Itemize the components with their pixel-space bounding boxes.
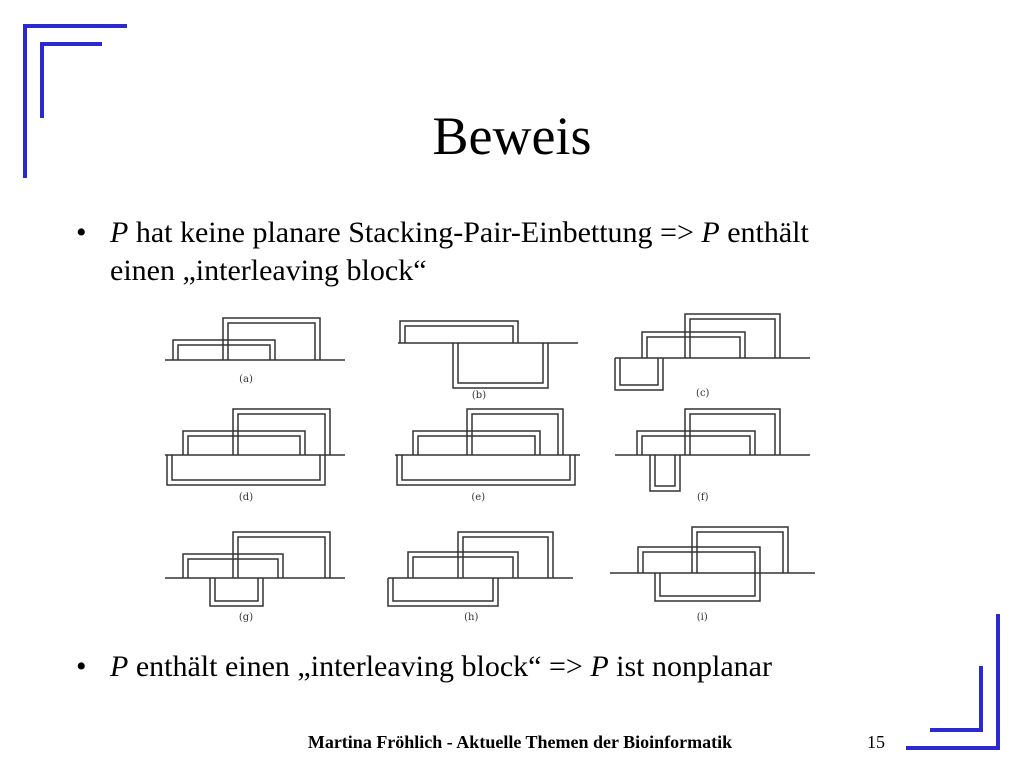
panel-label: (c) — [696, 388, 710, 399]
arc-outer — [452, 343, 549, 389]
figure-svg: (a) (b) (c) (d) (e) (f) (g) (h) (i) — [165, 313, 815, 623]
panel-label: (b) — [472, 390, 486, 401]
diagram-panel: (d) — [165, 408, 345, 503]
arc-outer — [396, 455, 576, 486]
corner-bracket-bottom-right-inner-horizontal — [930, 728, 983, 732]
panel-label: (d) — [239, 492, 253, 503]
arc-inner — [689, 318, 776, 358]
diagram-panel: (c) — [614, 313, 810, 399]
bullet-marker: • — [76, 650, 87, 683]
panel-label: (h) — [464, 612, 478, 623]
arc-outer — [387, 578, 499, 607]
text-run: einen „interleaving block“ — [110, 254, 427, 287]
bullet-text: P enthält einen „interleaving block“ => … — [110, 648, 772, 686]
arc-outer — [232, 531, 331, 578]
bullet-line: P hat keine planare Stacking-Pair-Einbet… — [110, 214, 809, 252]
arc-inner — [214, 578, 259, 602]
diagram-panel: (e) — [395, 408, 580, 503]
corner-bracket-top-left-inner-horizontal — [40, 42, 102, 46]
bullet-text: P hat keine planare Stacking-Pair-Einbet… — [110, 214, 809, 290]
panel-label: (i) — [697, 612, 708, 623]
text-run: ist nonplanar — [608, 650, 772, 683]
arc-outer — [654, 573, 761, 602]
diagram-panel: (i) — [610, 526, 815, 623]
arc-outer — [684, 313, 781, 358]
arc-inner — [392, 578, 494, 602]
arc-outer — [649, 455, 681, 492]
arc-outer — [232, 408, 331, 455]
arc-outer — [172, 339, 276, 360]
diagram-panel: (g) — [165, 531, 345, 623]
footer-text: Martina Fröhlich - Aktuelle Themen der B… — [307, 732, 733, 752]
var-p: P — [110, 650, 129, 683]
diagram-panel: (a) — [165, 317, 345, 385]
bullet-item-1: • P hat keine planare Stacking-Pair-Einb… — [76, 214, 936, 294]
arc-inner — [417, 435, 536, 455]
arc-inner — [642, 551, 756, 573]
text-run: enthält — [719, 216, 809, 249]
arc-inner — [689, 413, 776, 455]
arc-outer — [614, 358, 664, 391]
arc-outer — [684, 408, 781, 455]
bullet-item-2: • P enthält einen „interleaving block“ =… — [76, 648, 936, 688]
bullet-line: P enthält einen „interleaving block“ => … — [110, 648, 772, 686]
arc-outer — [209, 578, 264, 607]
panel-label: (a) — [239, 374, 253, 385]
arc-inner — [641, 435, 751, 455]
arc-outer — [466, 408, 564, 455]
arc-inner — [401, 455, 571, 481]
arc-inner — [227, 322, 316, 360]
arc-outer — [691, 526, 789, 573]
corner-bracket-bottom-right-inner-vertical — [979, 666, 983, 732]
arc-inner — [659, 573, 756, 597]
bullet-marker: • — [76, 216, 87, 249]
arc-inner — [619, 358, 659, 386]
corner-bracket-top-left-outer-horizontal — [23, 24, 127, 28]
text-run: hat keine planare Stacking-Pair-Einbettu… — [128, 216, 702, 249]
var-p: P — [701, 216, 720, 249]
arc-inner — [404, 325, 514, 343]
arc-inner — [457, 343, 544, 384]
arc-inner — [471, 413, 559, 455]
corner-bracket-bottom-right-outer-vertical — [996, 614, 1000, 750]
arc-outer — [412, 430, 541, 455]
corner-bracket-top-left-outer-vertical — [23, 24, 27, 178]
arc-outer — [457, 531, 554, 578]
slide-title: Beweis — [432, 106, 592, 166]
arc-inner — [237, 413, 326, 455]
arc-outer — [182, 430, 306, 455]
text-run: enthält einen „interleaving block“ => — [128, 650, 591, 683]
corner-bracket-bottom-right-outer-horizontal — [906, 746, 1000, 750]
arc-inner — [171, 455, 321, 481]
var-p: P — [110, 216, 129, 249]
page-number: 15 — [867, 732, 885, 752]
panel-label: (f) — [697, 492, 709, 503]
corner-bracket-top-left-inner-vertical — [40, 42, 44, 118]
arc-outer — [222, 317, 321, 360]
arc-outer — [637, 546, 761, 573]
arc-inner — [237, 536, 326, 578]
diagram-panel: (f) — [615, 408, 810, 503]
arc-outer — [399, 320, 519, 343]
arc-inner — [187, 435, 301, 455]
arc-outer — [166, 455, 326, 486]
panel-label: (e) — [471, 492, 485, 503]
arc-outer — [641, 331, 746, 358]
arc-inner — [654, 455, 676, 487]
arc-inner — [462, 536, 549, 578]
panel-label: (g) — [239, 612, 253, 623]
arc-inner — [177, 344, 271, 360]
diagram-panel: (h) — [387, 531, 573, 623]
arc-inner — [646, 336, 741, 358]
interleaving-block-figure: (a) (b) (c) (d) (e) (f) (g) (h) (i) — [150, 305, 840, 640]
diagram-panel: (b) — [398, 320, 578, 401]
arc-inner — [696, 531, 784, 573]
bullet-line: einen „interleaving block“ — [110, 252, 809, 290]
arc-outer — [636, 430, 756, 455]
var-p: P — [590, 650, 609, 683]
